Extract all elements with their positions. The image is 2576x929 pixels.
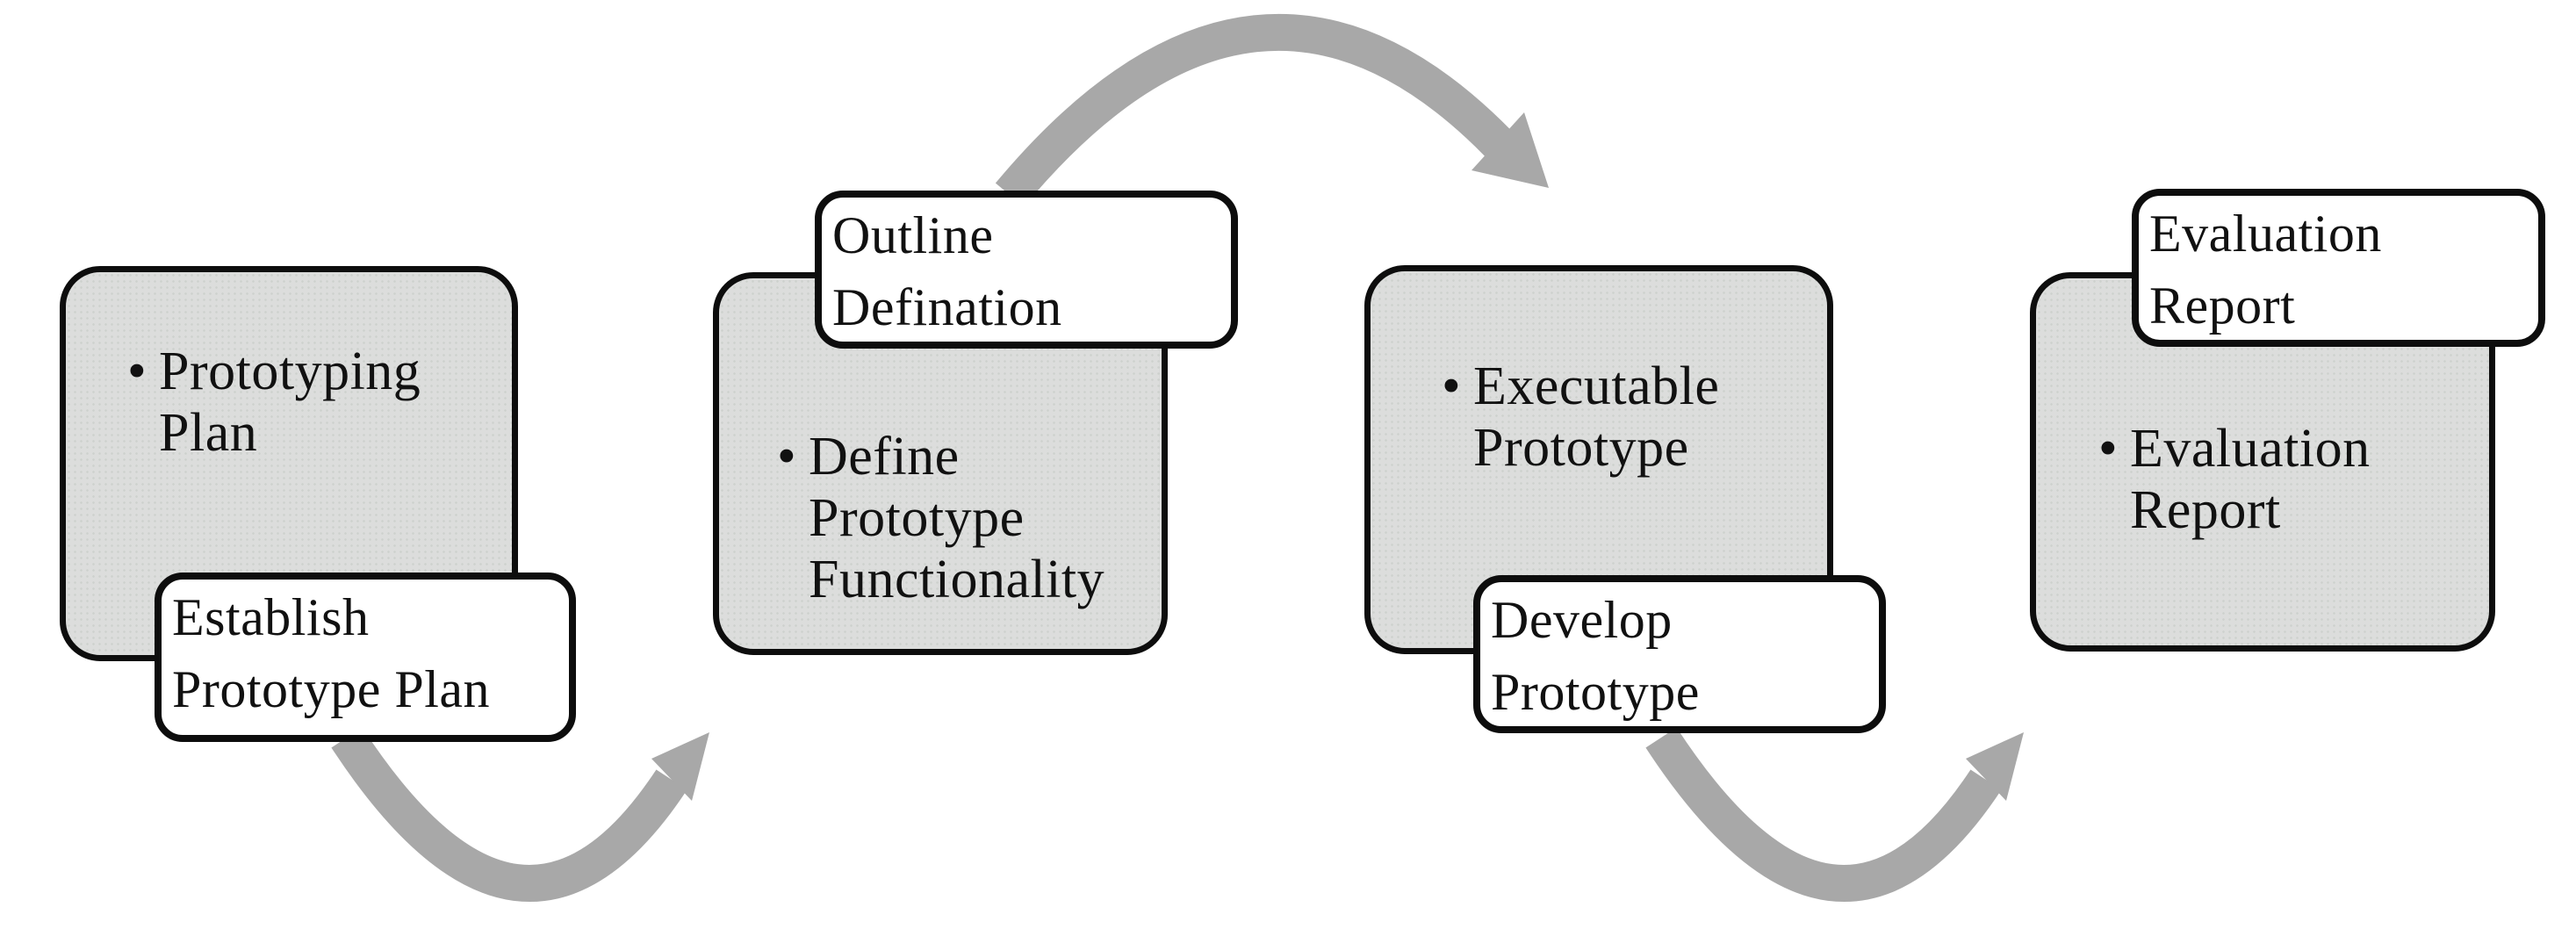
stage-2-deliverable: • Define Prototype Functionality	[777, 426, 1111, 610]
curved-arrow-forward-1-icon	[331, 727, 709, 902]
stage-4-activity-label: Evaluation Report	[2149, 205, 2382, 335]
bullet-icon: •	[2098, 419, 2119, 479]
stage-1-activity-label: Establish Prototype Plan	[172, 588, 490, 718]
stage-2-activity-label: Outline Defination	[832, 206, 1062, 336]
stage-1-deliverable: • Prototyping Plan	[127, 341, 430, 464]
stage-3-activity-callout: Develop Prototype	[1473, 575, 1886, 733]
stage-1-activity-callout: Establish Prototype Plan	[155, 573, 576, 742]
stage-4-deliverable-label: Evaluation Report	[2130, 419, 2371, 540]
bullet-icon: •	[1442, 356, 1462, 416]
stage-1-deliverable-label: Prototyping Plan	[159, 342, 421, 463]
bullet-icon: •	[777, 427, 797, 486]
stage-3-deliverable-label: Executable Prototype	[1473, 356, 1720, 478]
stage-3-activity-label: Develop Prototype	[1491, 591, 1700, 721]
bullet-icon: •	[127, 342, 148, 401]
stage-2-activity-callout: Outline Defination	[815, 191, 1238, 349]
stage-3-deliverable: • Executable Prototype	[1442, 356, 1745, 479]
stage-1-deliverable-box	[60, 266, 518, 661]
stage-2-deliverable-label: Define Prototype Functionality	[809, 427, 1105, 609]
stage-4-activity-callout: Evaluation Report	[2132, 189, 2545, 347]
stage-4-deliverable: • Evaluation Report	[2098, 418, 2397, 541]
curved-arrow-forward-2-icon	[995, 13, 1549, 207]
curved-arrow-forward-3-icon	[1645, 727, 2024, 902]
